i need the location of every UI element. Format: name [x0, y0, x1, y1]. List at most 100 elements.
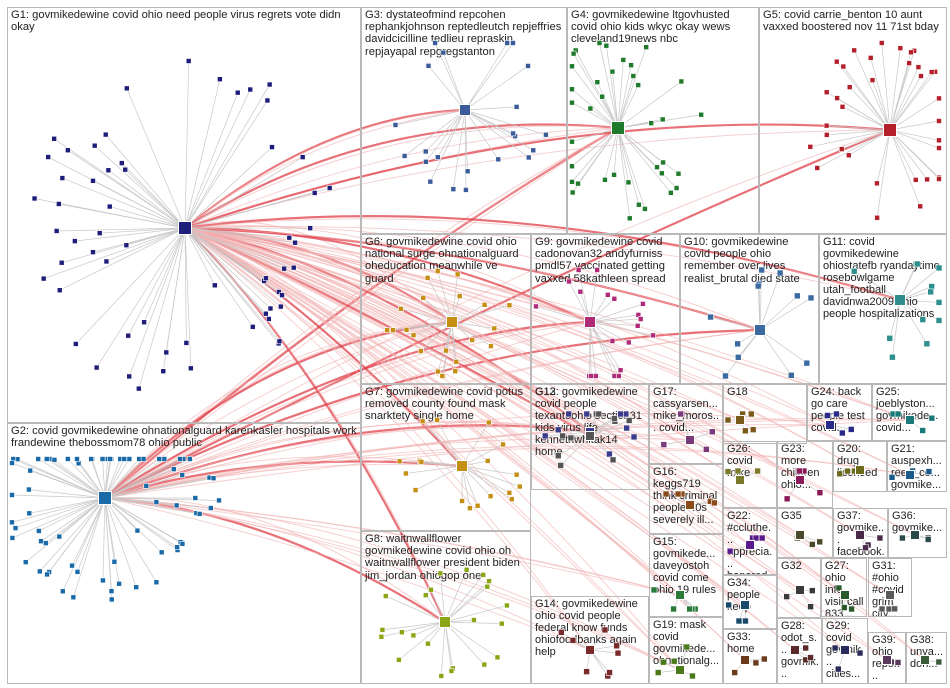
node-g35 — [808, 541, 816, 548]
intra-group-edge — [106, 227, 186, 262]
intra-group-edge — [62, 497, 106, 592]
node-g17 — [677, 410, 684, 418]
node-g4 — [673, 185, 680, 191]
node-g18 — [724, 416, 732, 424]
node-g2 — [65, 456, 71, 462]
node-g14 — [601, 626, 609, 634]
node-g2 — [9, 492, 15, 498]
node-g8 — [486, 578, 492, 584]
node-g19 — [660, 658, 667, 666]
intra-group-edge — [617, 127, 631, 219]
node-g4 — [599, 93, 605, 100]
group-label-g12: G12: govmikedewine covid people texantoo… — [535, 386, 642, 458]
node-g8 — [410, 632, 417, 639]
node-g1 — [119, 160, 125, 166]
intra-group-edge — [11, 497, 106, 523]
node-g2 — [133, 584, 140, 590]
node-g1 — [217, 76, 223, 83]
intra-group-edge — [889, 299, 901, 339]
inter-group-edge — [104, 412, 831, 499]
intra-group-edge — [104, 477, 214, 499]
node-g9 — [533, 303, 539, 310]
intra-group-edge — [104, 497, 137, 588]
node-g1 — [53, 228, 60, 234]
intra-group-edge — [464, 42, 508, 111]
group-label-g4: G4: govmikedewine ltgovhusted covid ohio… — [571, 9, 731, 46]
inter-group-edge — [184, 227, 831, 426]
node-g3 — [510, 40, 516, 46]
intra-group-edge — [461, 465, 513, 500]
node-g29 — [831, 644, 839, 652]
node-g1 — [290, 264, 297, 271]
node-g1 — [56, 287, 63, 294]
intra-group-edge — [826, 125, 891, 131]
node-g2 — [59, 588, 66, 595]
node-g4 — [626, 215, 633, 222]
intra-group-edge — [105, 134, 186, 229]
node-g5 — [846, 84, 853, 90]
intra-group-edge — [67, 149, 186, 229]
intra-group-edge — [899, 299, 940, 321]
node-g13 — [609, 456, 617, 464]
intra-group-edge — [405, 465, 463, 474]
intra-group-edge — [415, 465, 463, 491]
intra-group-edge — [617, 127, 672, 194]
node-g9 — [605, 292, 611, 298]
intra-group-edge — [184, 227, 283, 296]
node-g12 — [541, 432, 549, 440]
node-g1 — [183, 340, 190, 346]
group-panel-g22: G22: #ccluthe... apprecia... honored wel… — [723, 508, 777, 575]
intra-group-edge — [74, 227, 186, 242]
intra-group-edge — [184, 156, 303, 229]
node-g5 — [851, 47, 857, 54]
group-label-g36: G36: govmike... — [892, 510, 943, 534]
intra-group-edge — [444, 621, 485, 665]
node-g27 — [848, 605, 855, 613]
node-g5 — [874, 214, 880, 221]
node-g5 — [908, 49, 914, 56]
intra-group-edge — [605, 45, 619, 129]
intra-group-edge — [817, 129, 891, 169]
node-g2 — [9, 460, 15, 466]
intra-group-edge — [124, 169, 186, 229]
intra-group-edge — [589, 318, 641, 323]
intra-group-edge — [589, 321, 615, 377]
intra-group-edge — [589, 269, 598, 323]
node-g10 — [734, 340, 741, 348]
intra-group-edge — [589, 321, 654, 336]
intra-group-edge — [613, 127, 619, 175]
node-g2 — [108, 588, 115, 594]
intra-group-edge — [184, 92, 239, 229]
node-g13 — [625, 417, 633, 424]
node-g12 — [623, 424, 630, 432]
node-g2 — [192, 495, 199, 501]
node-g1 — [125, 332, 132, 339]
node-g2 — [9, 519, 15, 526]
node-g5 — [924, 176, 930, 183]
node-g2 — [121, 456, 128, 462]
intra-group-edge — [184, 146, 273, 229]
node-g5 — [917, 203, 923, 210]
intra-group-edge — [143, 227, 186, 323]
node-g1 — [91, 142, 98, 149]
intra-group-edge — [444, 574, 484, 623]
node-g4 — [569, 86, 575, 93]
intra-group-edge — [558, 435, 591, 457]
intra-group-edge — [46, 497, 106, 575]
intra-group-edge — [889, 75, 922, 131]
node-g2 — [26, 486, 32, 493]
node-g25 — [919, 427, 926, 434]
node-g24 — [839, 429, 846, 437]
intra-group-edge — [400, 308, 453, 323]
hub-node-g34 — [740, 600, 750, 610]
intra-group-edge — [427, 277, 453, 323]
node-g8 — [422, 592, 429, 598]
node-g2 — [99, 456, 106, 462]
node-g2 — [140, 456, 147, 462]
intra-group-edge — [558, 429, 591, 433]
intra-group-edge — [710, 316, 761, 331]
node-g3 — [543, 131, 549, 138]
intra-group-edge — [849, 86, 891, 131]
node-g29 — [856, 649, 864, 657]
intra-group-edge — [889, 71, 936, 131]
